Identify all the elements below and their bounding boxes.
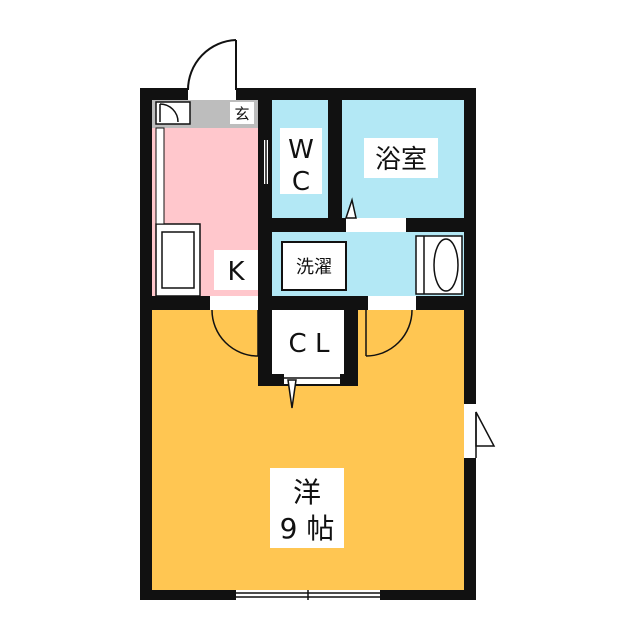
bathroom-label-bg: [364, 138, 438, 178]
bath-door-icon: [344, 197, 357, 219]
entrance-label: 玄: [234, 105, 249, 123]
toilet-label-bg: [280, 128, 322, 194]
kitchen-label-bg: [214, 250, 258, 290]
kitchen-counter: [155, 127, 165, 225]
western-room-label-line2: 9 帖: [280, 512, 335, 545]
side-door-icon: [475, 411, 496, 458]
western-room-label-line1: 洋: [293, 476, 321, 509]
stove-icon: [155, 223, 201, 297]
toilet-label-line1: W: [288, 135, 314, 165]
closet-area: [270, 310, 348, 376]
entrance-door-icon: [186, 39, 237, 91]
kitchen-label: K: [227, 257, 245, 287]
washer-box: [281, 241, 347, 291]
door-swings: [211, 309, 413, 357]
closet-label: C L: [289, 329, 330, 359]
wash-basin-icon: [415, 235, 463, 295]
shoe-cabinet-icon: [155, 101, 191, 125]
toilet-label-line2: C: [292, 167, 310, 197]
bathroom-label: 浴室: [375, 145, 427, 175]
western-label-bg: [270, 468, 344, 548]
laundry-label: 洗濯: [296, 257, 332, 278]
entrance-label-bg: [230, 102, 254, 124]
closet-door-icon: [284, 377, 340, 409]
window-icon: [236, 590, 380, 600]
